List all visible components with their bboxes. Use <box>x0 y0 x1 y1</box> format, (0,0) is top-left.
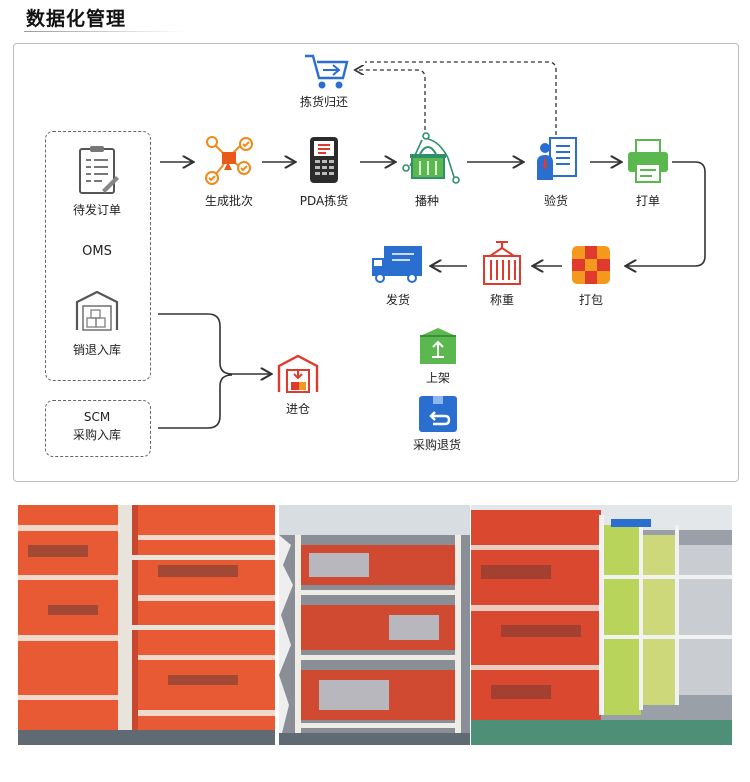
node-label-pda: PDA拣货 <box>299 194 349 208</box>
node-label-pending-orders: 待发订单 <box>72 203 122 217</box>
arrow-scm-to-inbound <box>158 374 233 429</box>
node-label-ship: 发货 <box>385 293 411 307</box>
node-label-return-picked: 拣货归还 <box>299 95 349 109</box>
warehouse-photo-middle <box>279 505 470 745</box>
scm-label: SCM <box>83 410 111 424</box>
node-label-sow: 播种 <box>414 194 440 208</box>
weighing-crate-icon <box>483 241 521 285</box>
node-label-return-stock: 销退入库 <box>72 343 122 357</box>
node-label-inspect: 验货 <box>543 194 569 208</box>
oms-group <box>45 131 151 381</box>
section-header: 数据化管理 <box>12 0 312 34</box>
warehouse-icon <box>75 290 119 331</box>
sowing-basket-icon <box>402 132 460 184</box>
shelve-box-icon <box>420 328 456 364</box>
title-underline <box>24 31 184 32</box>
clipboard-icon <box>79 146 119 194</box>
shopping-cart-return-icon <box>305 54 349 89</box>
arrow-print-to-pack <box>627 161 706 266</box>
node-label-purchase-inbound: 采购入库 <box>72 428 122 442</box>
warehouse-photo-right <box>471 505 732 745</box>
printer-icon <box>628 139 668 183</box>
package-tape-icon <box>572 246 610 284</box>
dashed-inspect-to-return-picked <box>365 61 557 135</box>
page-title: 数据化管理 <box>26 8 127 30</box>
node-label-batch: 生成批次 <box>204 194 254 208</box>
scm-group <box>45 400 151 457</box>
oms-label: OMS <box>82 244 112 259</box>
delivery-truck-icon <box>372 246 422 283</box>
node-label-purchase-return: 采购退货 <box>412 438 462 452</box>
node-label-pack: 打包 <box>578 293 604 307</box>
node-label-inbound: 进仓 <box>285 402 311 416</box>
dashed-sow-to-return-picked <box>356 70 426 130</box>
pda-scanner-icon <box>310 137 338 183</box>
inspection-icon <box>537 137 577 180</box>
purchase-return-box-icon <box>419 396 457 432</box>
inbound-warehouse-icon <box>277 354 319 393</box>
warehouse-photo-left <box>18 505 275 745</box>
node-label-shelve: 上架 <box>425 371 451 385</box>
arrow-return-to-inbound <box>158 313 270 374</box>
batch-network-icon <box>205 136 253 185</box>
node-label-print: 打单 <box>635 194 661 208</box>
node-label-weigh: 称重 <box>489 293 515 307</box>
